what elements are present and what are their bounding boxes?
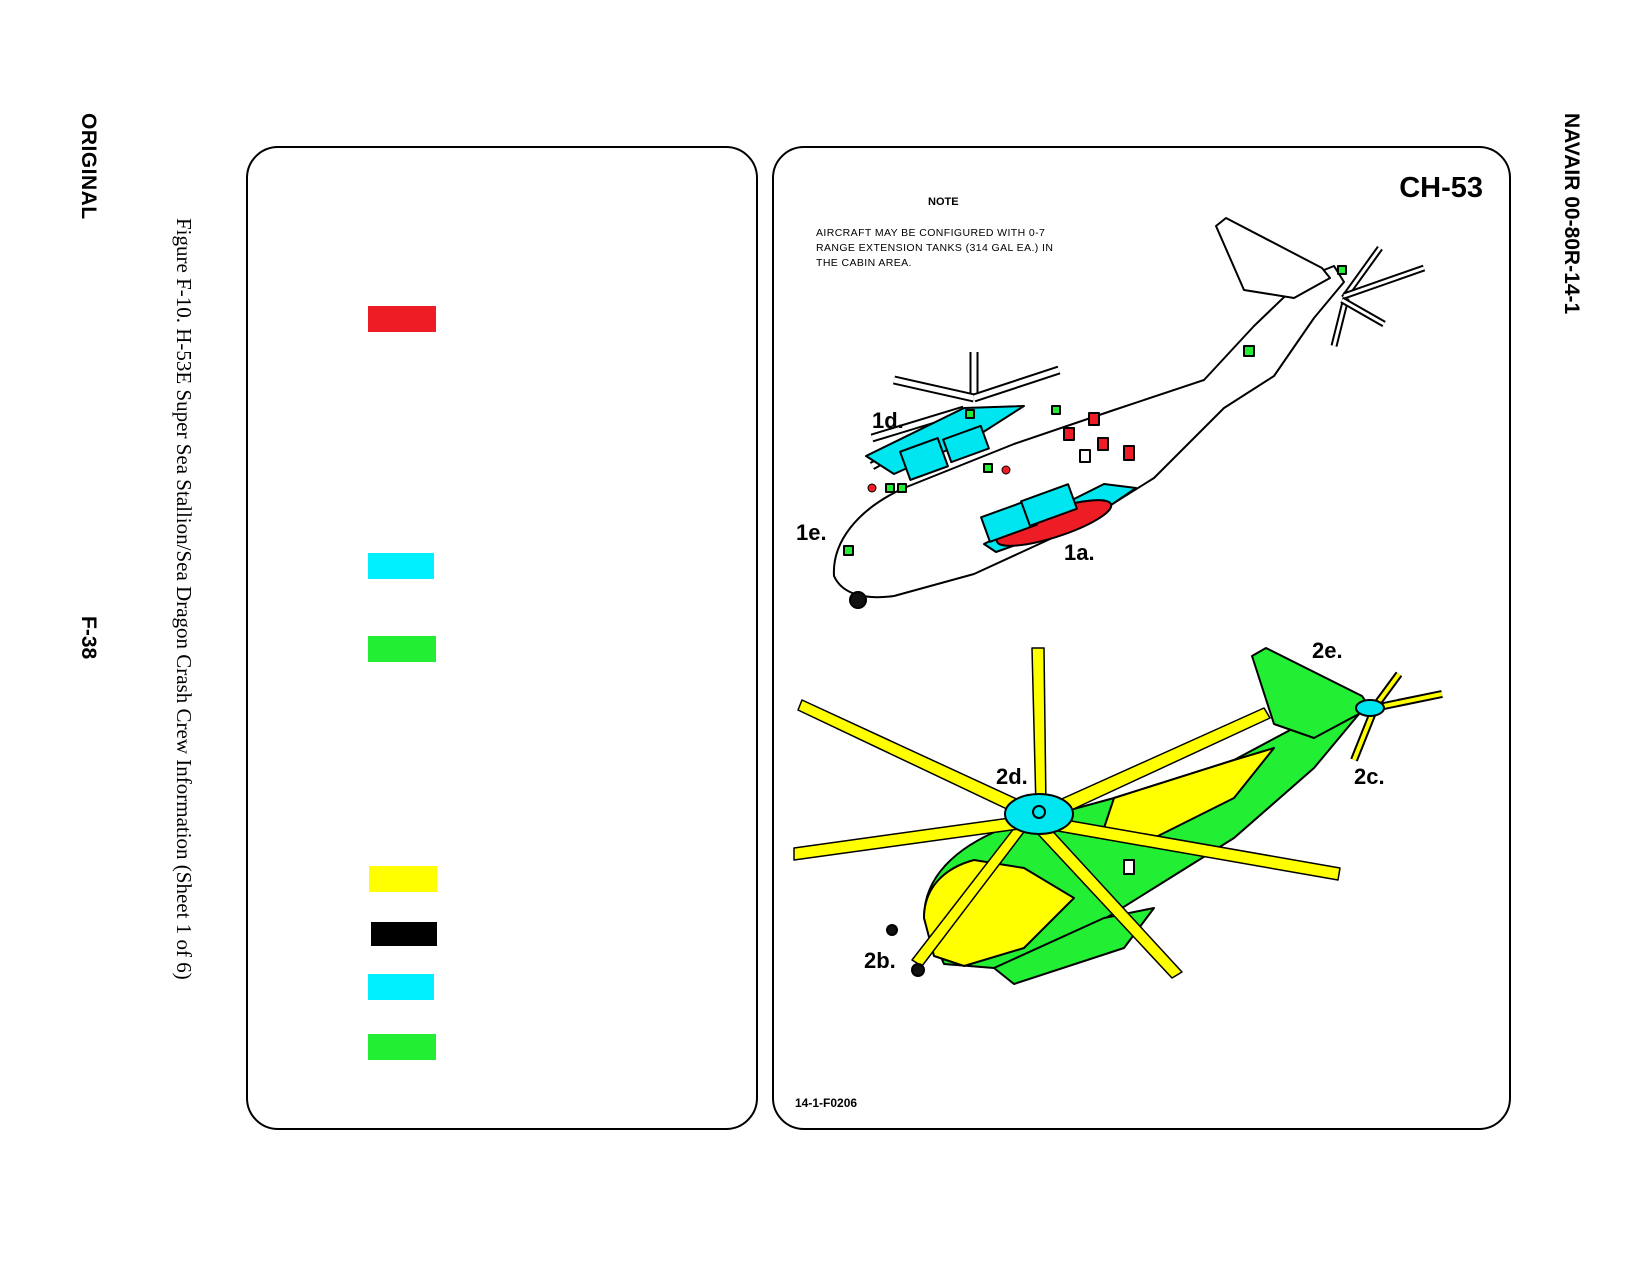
- figure-caption: Figure F-10. H-53E Super Sea Stallion/Se…: [172, 218, 196, 980]
- note-title: NOTE: [928, 196, 959, 208]
- legend-swatch-green: [368, 636, 436, 662]
- status-mark: ORIGINAL: [77, 113, 100, 220]
- legend-swatch-cyan: [368, 553, 434, 579]
- callout-1e: 1e.: [796, 520, 827, 545]
- callout-1d: 1d.: [872, 408, 904, 433]
- figure-id: 14-1-F0206: [795, 1096, 858, 1110]
- legend-panel: [246, 146, 758, 1130]
- page-number: F-38: [77, 616, 100, 660]
- legend-swatch-black: [371, 922, 437, 946]
- callout-1a: 1a.: [1064, 540, 1095, 565]
- aircraft-designation: CH-53: [1399, 172, 1483, 204]
- document-number: NAVAIR 00-80R-14-1: [1560, 113, 1583, 315]
- legend-swatch-green: [368, 1034, 436, 1060]
- note-text: AIRCRAFT MAY BE CONFIGURED WITH 0-7 RANG…: [816, 227, 1054, 269]
- figure-panel: CH-53 NOTE AIRCRAFT MAY BE CONFIGURED WI…: [772, 146, 1511, 1130]
- callout-2b: 2b.: [864, 948, 896, 973]
- legend-swatch-yellow: [369, 866, 437, 892]
- helicopter-bottom-illustration: [793, 647, 1443, 985]
- helicopter-top-illustration: [832, 217, 1426, 609]
- callout-2d: 2d.: [996, 764, 1028, 789]
- legend-swatch-red: [368, 306, 436, 332]
- callout-2e: 2e.: [1312, 638, 1343, 663]
- legend-swatch-cyan: [368, 974, 434, 1000]
- helicopter-illustrations: 1d. 1e. 1a. 2e. 2c. 2d. 2b.: [793, 217, 1443, 985]
- callout-2c: 2c.: [1354, 764, 1385, 789]
